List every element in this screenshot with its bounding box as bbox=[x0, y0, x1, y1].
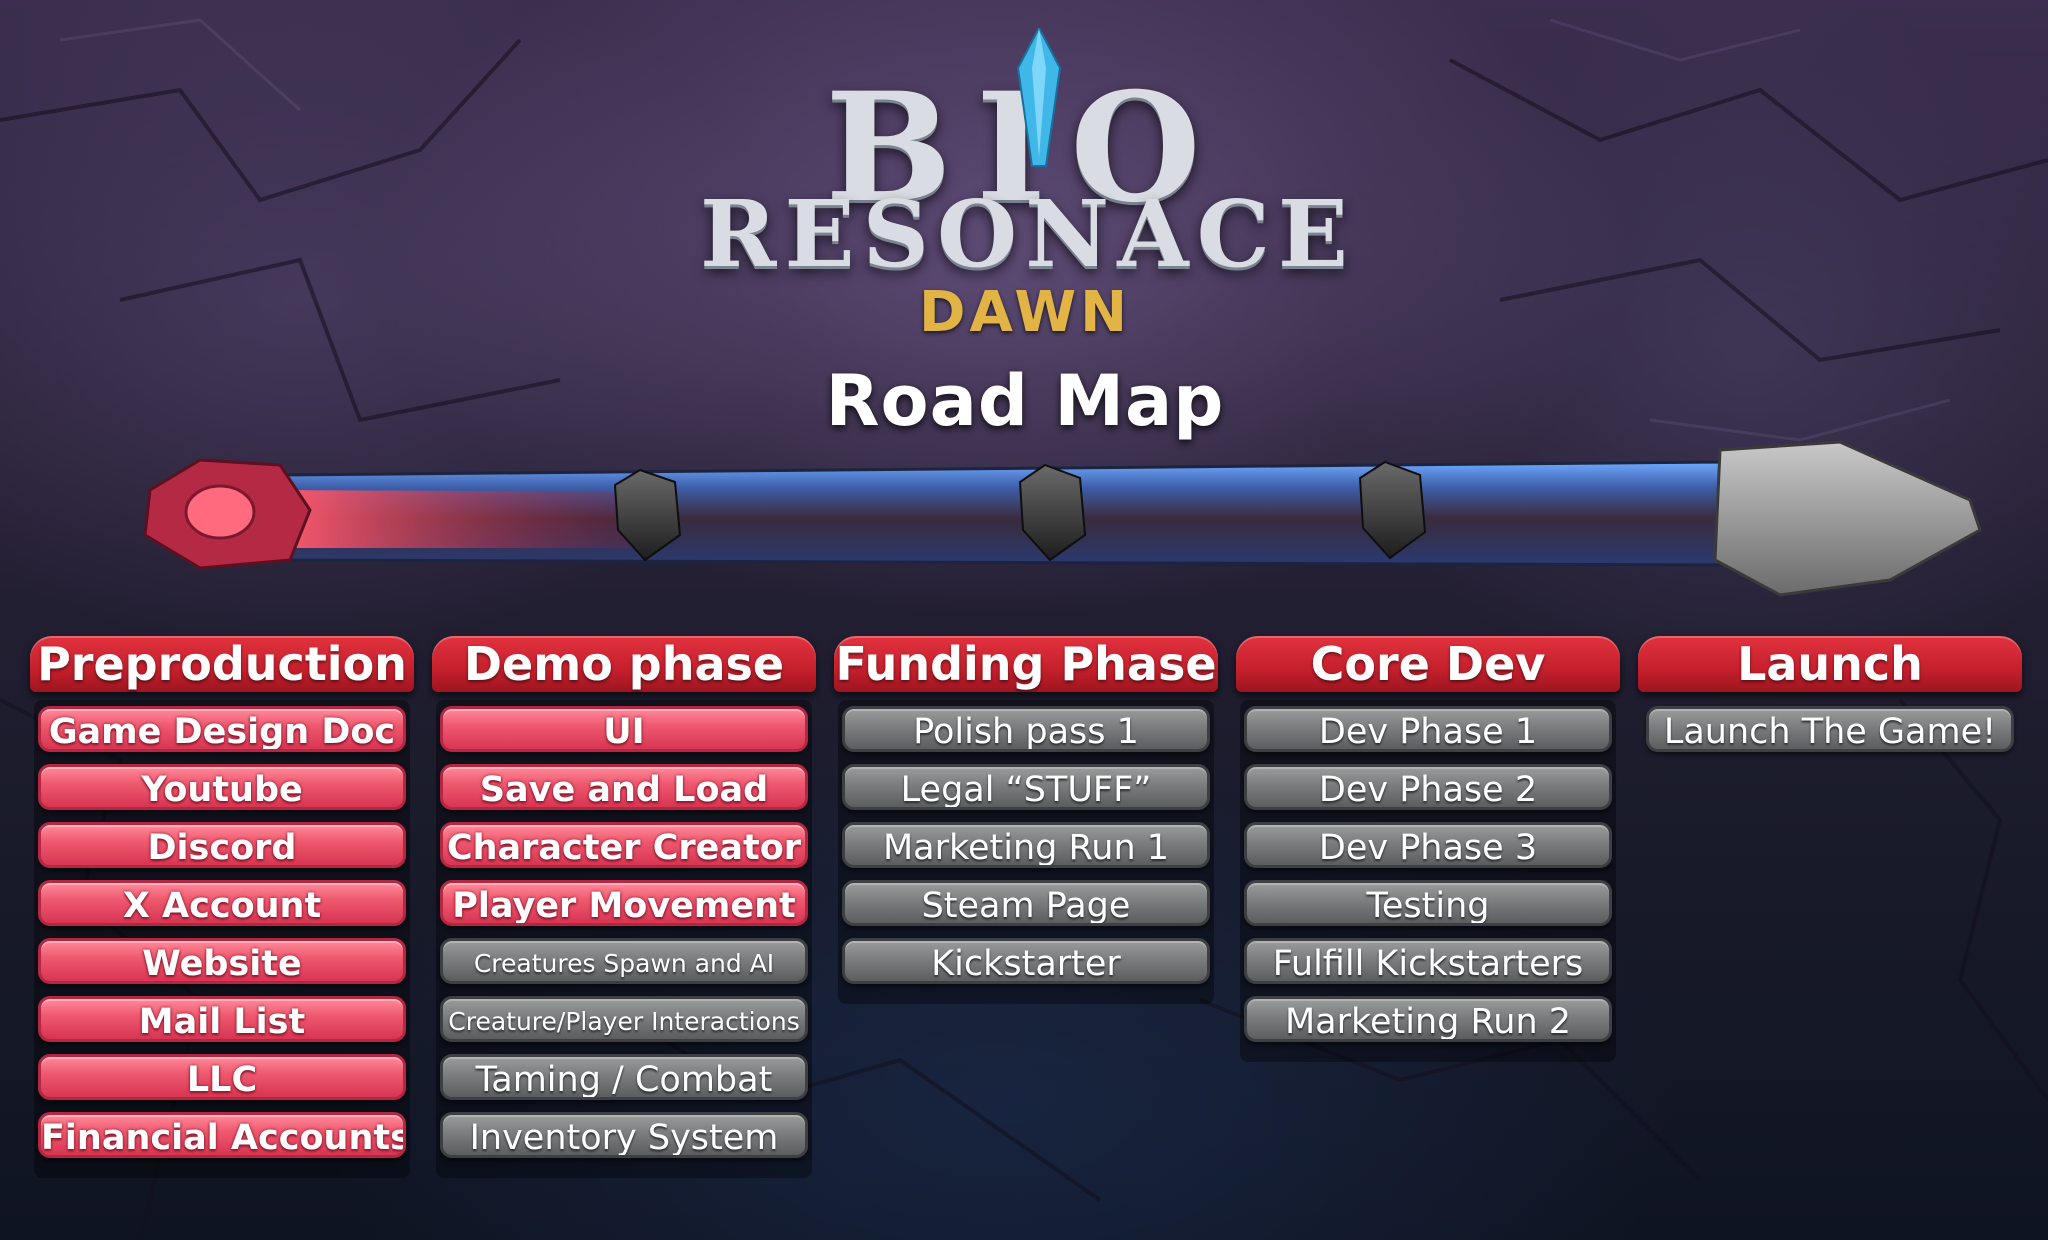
task-item: Dev Phase 3 bbox=[1244, 822, 1612, 868]
task-item: Dev Phase 1 bbox=[1244, 706, 1612, 752]
task-item: X Account bbox=[38, 880, 406, 926]
ruby-tip-icon bbox=[143, 458, 312, 570]
task-item: Discord bbox=[38, 822, 406, 868]
crystal-icon bbox=[1016, 28, 1062, 167]
logo-subtitle: DAWN bbox=[919, 280, 1131, 345]
task-item: Website bbox=[38, 938, 406, 984]
column-launch: Launch Launch The Game! bbox=[1638, 636, 2022, 772]
task-item: Dev Phase 2 bbox=[1244, 764, 1612, 810]
task-item: Fulfill Kickstarters bbox=[1244, 938, 1612, 984]
task-item: Save and Load bbox=[440, 764, 808, 810]
task-item: Creature/Player Interactions bbox=[440, 996, 808, 1042]
task-item: Marketing Run 1 bbox=[842, 822, 1210, 868]
task-item: Steam Page bbox=[842, 880, 1210, 926]
task-item: Inventory System bbox=[440, 1112, 808, 1158]
logo-title-top: BIO bbox=[825, 60, 1225, 236]
milestone-gem-icon bbox=[1018, 463, 1087, 562]
column-demo-phase: Demo phase UI Save and Load Character Cr… bbox=[432, 636, 816, 1178]
task-item: UI bbox=[440, 706, 808, 752]
task-item: Polish pass 1 bbox=[842, 706, 1210, 752]
column-header: Preproduction bbox=[30, 636, 414, 692]
task-item: Game Design Doc bbox=[38, 706, 406, 752]
roadmap-staff bbox=[143, 440, 1982, 597]
column-header: Launch bbox=[1638, 636, 2022, 692]
milestone-gem-icon bbox=[613, 468, 682, 562]
column-core-dev: Core Dev Dev Phase 1 Dev Phase 2 Dev Pha… bbox=[1236, 636, 1620, 1062]
task-item: Taming / Combat bbox=[440, 1054, 808, 1100]
progress-fill bbox=[280, 490, 640, 548]
column-header: Core Dev bbox=[1236, 636, 1620, 692]
logo-title-bottom: RESONACE bbox=[700, 180, 1356, 288]
column-preproduction: Preproduction Game Design Doc Youtube Di… bbox=[30, 636, 414, 1178]
task-item: Launch The Game! bbox=[1646, 706, 2014, 752]
page-title: Road Map bbox=[825, 360, 1225, 442]
column-header: Funding Phase bbox=[834, 636, 1218, 692]
task-item: Youtube bbox=[38, 764, 406, 810]
column-header: Demo phase bbox=[432, 636, 816, 692]
game-logo: BIO RESONACE DAWN bbox=[700, 20, 1350, 350]
task-item: Character Creator bbox=[440, 822, 808, 868]
task-item: Player Movement bbox=[440, 880, 808, 926]
task-item: Kickstarter bbox=[842, 938, 1210, 984]
stone-tip-icon bbox=[1713, 440, 1982, 597]
milestone-gem-icon bbox=[1358, 460, 1427, 560]
task-item: Financial Accounts bbox=[38, 1112, 406, 1158]
task-item: LLC bbox=[38, 1054, 406, 1100]
column-funding-phase: Funding Phase Polish pass 1 Legal “STUFF… bbox=[834, 636, 1218, 1004]
task-item: Marketing Run 2 bbox=[1244, 996, 1612, 1042]
task-item: Legal “STUFF” bbox=[842, 764, 1210, 810]
task-item: Testing bbox=[1244, 880, 1612, 926]
task-item: Mail List bbox=[38, 996, 406, 1042]
task-item: Creatures Spawn and AI bbox=[440, 938, 808, 984]
